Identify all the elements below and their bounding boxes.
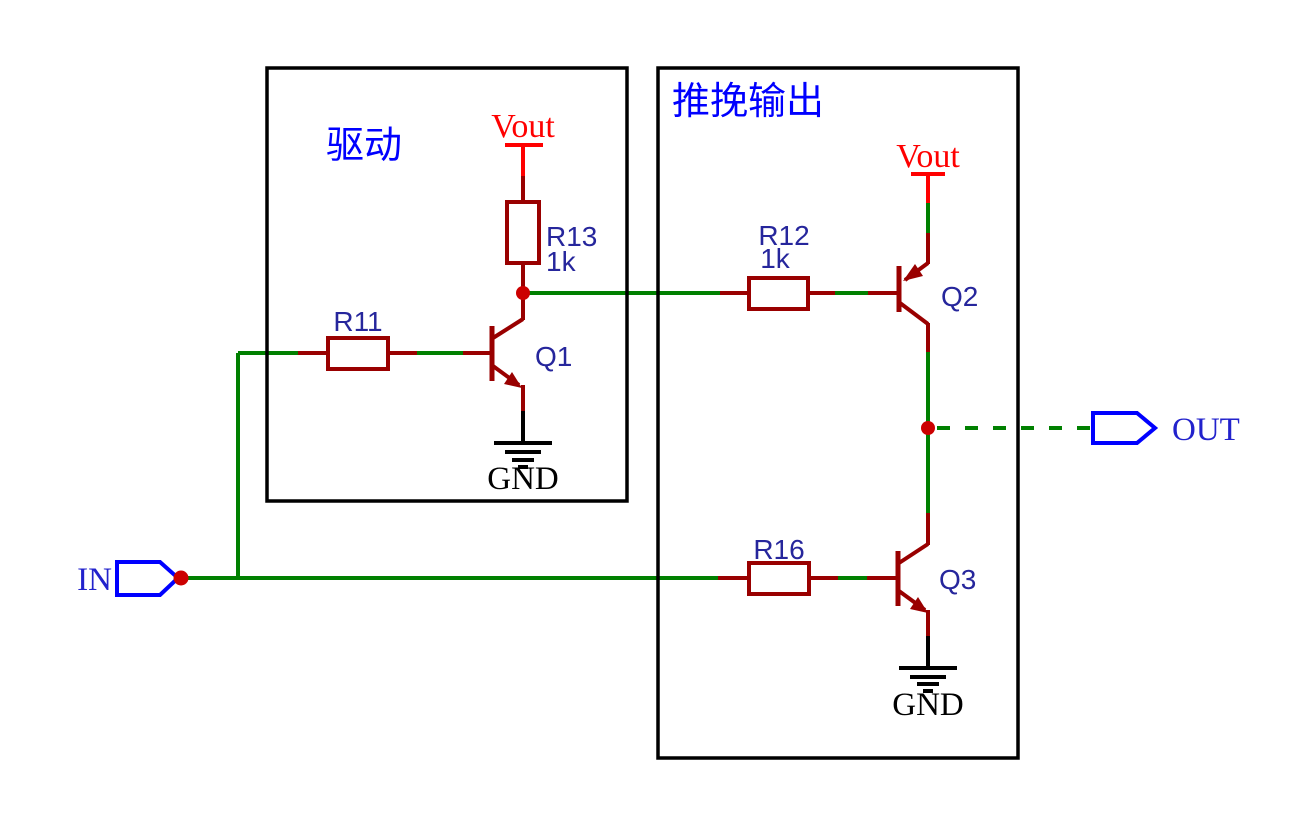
in-port-flag — [115, 560, 181, 597]
push-pull-block-outline — [656, 66, 1020, 760]
component-leads — [298, 175, 898, 580]
gnd-net-label-output: GND — [892, 687, 964, 723]
q1-collector-diagonal — [491, 317, 525, 340]
r11-ref-label: R11 — [333, 306, 382, 337]
net-wires — [186, 202, 1093, 580]
r12-ref-label: R12 — [758, 220, 809, 251]
resistor-r11-body — [326, 336, 390, 371]
r16-ref-label: R16 — [753, 534, 804, 565]
in-port-label: IN — [77, 562, 112, 598]
q2-ref-label: Q2 — [941, 281, 978, 312]
driver-block-label: 驱动 — [326, 125, 402, 167]
q3-emitter-arrow — [910, 597, 928, 613]
r12-value-label: 1k — [760, 243, 791, 274]
transistor-q1 — [489, 291, 525, 413]
junction-dot-q1-collector — [516, 286, 530, 300]
q3-collector-diagonal — [897, 542, 930, 565]
gnd-net-label-driver: GND — [487, 461, 559, 497]
q3-ref-label: Q3 — [939, 564, 976, 595]
resistor-r16-body — [747, 561, 811, 596]
vout-symbol-output — [911, 172, 945, 203]
q2-emitter-arrow — [903, 264, 923, 281]
vout-net-label-driver: Vout — [491, 108, 555, 145]
transistor-q2 — [896, 233, 930, 352]
transistor-q3 — [895, 513, 930, 638]
out-port-flag — [1091, 411, 1159, 445]
gnd-symbol-driver — [494, 411, 552, 469]
junction-dot-output — [921, 421, 935, 435]
r13-value-label: 1k — [546, 246, 577, 277]
resistor-r12-body — [747, 276, 810, 311]
resistor-r13-body — [505, 200, 541, 265]
junction-dot-in-port — [173, 570, 189, 586]
vout-symbol-driver — [505, 143, 543, 176]
out-port-label: OUT — [1172, 412, 1240, 448]
gnd-symbol-output — [899, 636, 957, 693]
r13-ref-label: R13 — [546, 221, 597, 252]
push-pull-block-label: 推挽输出 — [672, 81, 824, 123]
vout-net-label-output: Vout — [896, 138, 960, 175]
q2-collector-diagonal — [898, 301, 930, 326]
driver-block-outline — [265, 66, 629, 503]
q1-emitter-arrow — [504, 372, 522, 388]
q1-ref-label: Q1 — [535, 341, 572, 372]
